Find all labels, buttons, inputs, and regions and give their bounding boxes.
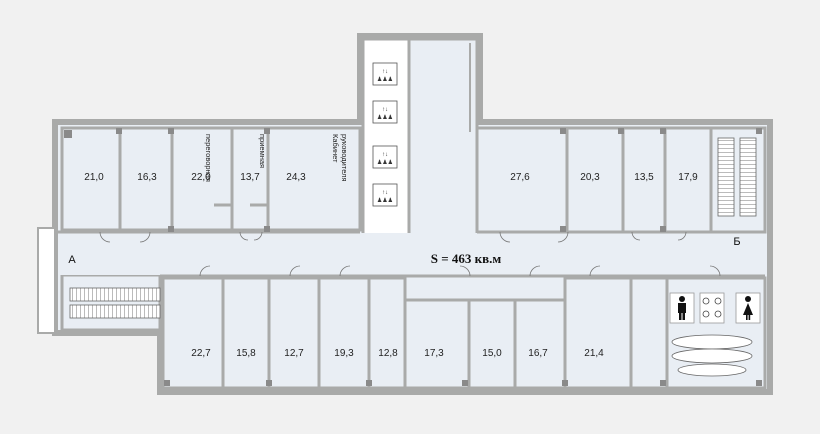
room-area: 16,3 <box>137 172 157 183</box>
room-area: 19,3 <box>334 348 354 359</box>
room-area: 17,9 <box>678 172 698 183</box>
washbasin-block <box>671 334 753 377</box>
female-wc-icon <box>735 292 761 324</box>
negotiation-room-label: переговорная <box>204 134 213 182</box>
lift-block: ↑↓ ♟♟♟ ↑↓ ♟♟♟ ↑↓ ♟♟♟ ↑↓ ♟♟♟ ЛИФТ ▶ <box>361 37 479 239</box>
room-area: 22,0 <box>191 172 211 183</box>
room-area: 24,3 <box>286 172 306 183</box>
male-wc-icon <box>669 292 695 324</box>
svg-text:♟♟♟: ♟♟♟ <box>377 197 393 204</box>
total-area-label: S = 463 кв.м <box>431 251 502 266</box>
svg-text:♟♟♟: ♟♟♟ <box>377 114 393 121</box>
room-area: 12,7 <box>284 348 304 359</box>
room-area: 13,7 <box>240 172 260 183</box>
room-area: 12,8 <box>378 348 398 359</box>
bottom-room-labels: 22,7 15,8 12,7 19,3 12,8 17,3 15,0 16,7 … <box>191 348 604 359</box>
room-area: 21,0 <box>84 172 104 183</box>
corridor <box>58 230 765 278</box>
columns <box>116 128 762 386</box>
elevator-icon: ↑↓ ♟♟♟ <box>372 100 398 124</box>
sink-icon <box>699 292 725 324</box>
room-area: 21,4 <box>584 348 604 359</box>
room-area: 22,7 <box>191 348 211 359</box>
elevator-icon: ↑↓ ♟♟♟ <box>372 183 398 207</box>
svg-text:↑↓: ↑↓ <box>382 152 388 158</box>
elevator-icon: ↑↓ ♟♟♟ <box>372 62 398 86</box>
column <box>64 130 72 138</box>
room-area: 20,3 <box>580 172 600 183</box>
room-area: 15,8 <box>236 348 256 359</box>
svg-text:↑↓: ↑↓ <box>382 69 388 75</box>
top-left-rooms <box>60 126 362 232</box>
room-area: 13,5 <box>634 172 654 183</box>
svg-text:↑↓: ↑↓ <box>382 190 388 196</box>
top-right-rooms <box>475 126 767 234</box>
svg-text:♟♟♟: ♟♟♟ <box>377 76 393 83</box>
svg-text:♟♟♟: ♟♟♟ <box>377 159 393 166</box>
top-right-room-labels: 27,6 20,3 13,5 17,9 <box>510 172 698 183</box>
entrance-a-label: А <box>68 254 76 266</box>
room-area: 27,6 <box>510 172 530 183</box>
reception-room-label: приемная <box>258 134 267 168</box>
entrance-b-label: Б <box>733 236 740 248</box>
room-area: 15,0 <box>482 348 502 359</box>
room-names: переговорная приемная Кабинет руководите… <box>204 134 349 182</box>
elevator-icon: ↑↓ ♟♟♟ <box>372 145 398 169</box>
svg-text:↑↓: ↑↓ <box>382 107 388 113</box>
head-office-label-line1: Кабинет <box>331 134 340 163</box>
top-left-room-labels: 21,0 16,3 22,0 13,7 24,3 <box>84 172 306 183</box>
room-area: 16,7 <box>528 348 548 359</box>
head-office-label-line2: руководителя <box>340 134 349 182</box>
room-area: 17,3 <box>424 348 444 359</box>
